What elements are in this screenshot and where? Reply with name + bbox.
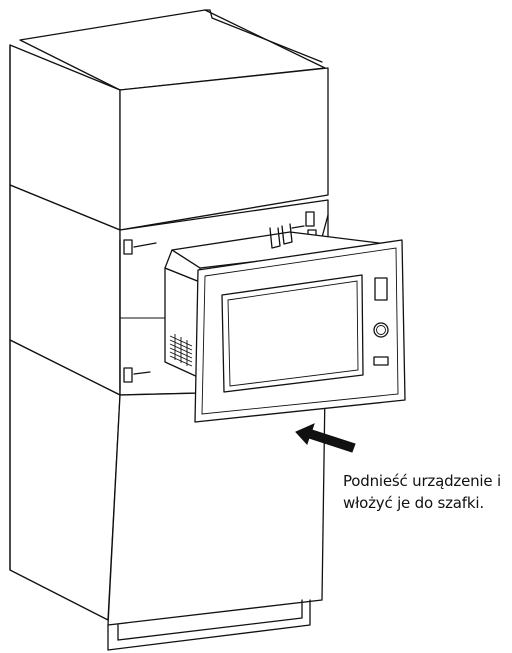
cabinet-top bbox=[9, 9, 329, 231]
insertion-arrow-icon bbox=[295, 423, 356, 453]
mounting-bracket-icon bbox=[123, 211, 317, 383]
microwave-front-frame bbox=[194, 239, 406, 423]
door-window bbox=[221, 274, 364, 393]
instruction-line-2: włożyć je do szafki. bbox=[343, 494, 484, 512]
cabinet-bottom bbox=[107, 389, 326, 651]
display-panel-icon bbox=[374, 277, 388, 301]
instruction-line-1: Podnieść urządzenie i bbox=[343, 472, 501, 490]
instruction-caption: Podnieść urządzenie i włożyć je do szafk… bbox=[343, 470, 508, 514]
vent-grille bbox=[169, 334, 193, 367]
door-button-icon bbox=[373, 356, 389, 366]
microwave-body bbox=[164, 223, 396, 379]
